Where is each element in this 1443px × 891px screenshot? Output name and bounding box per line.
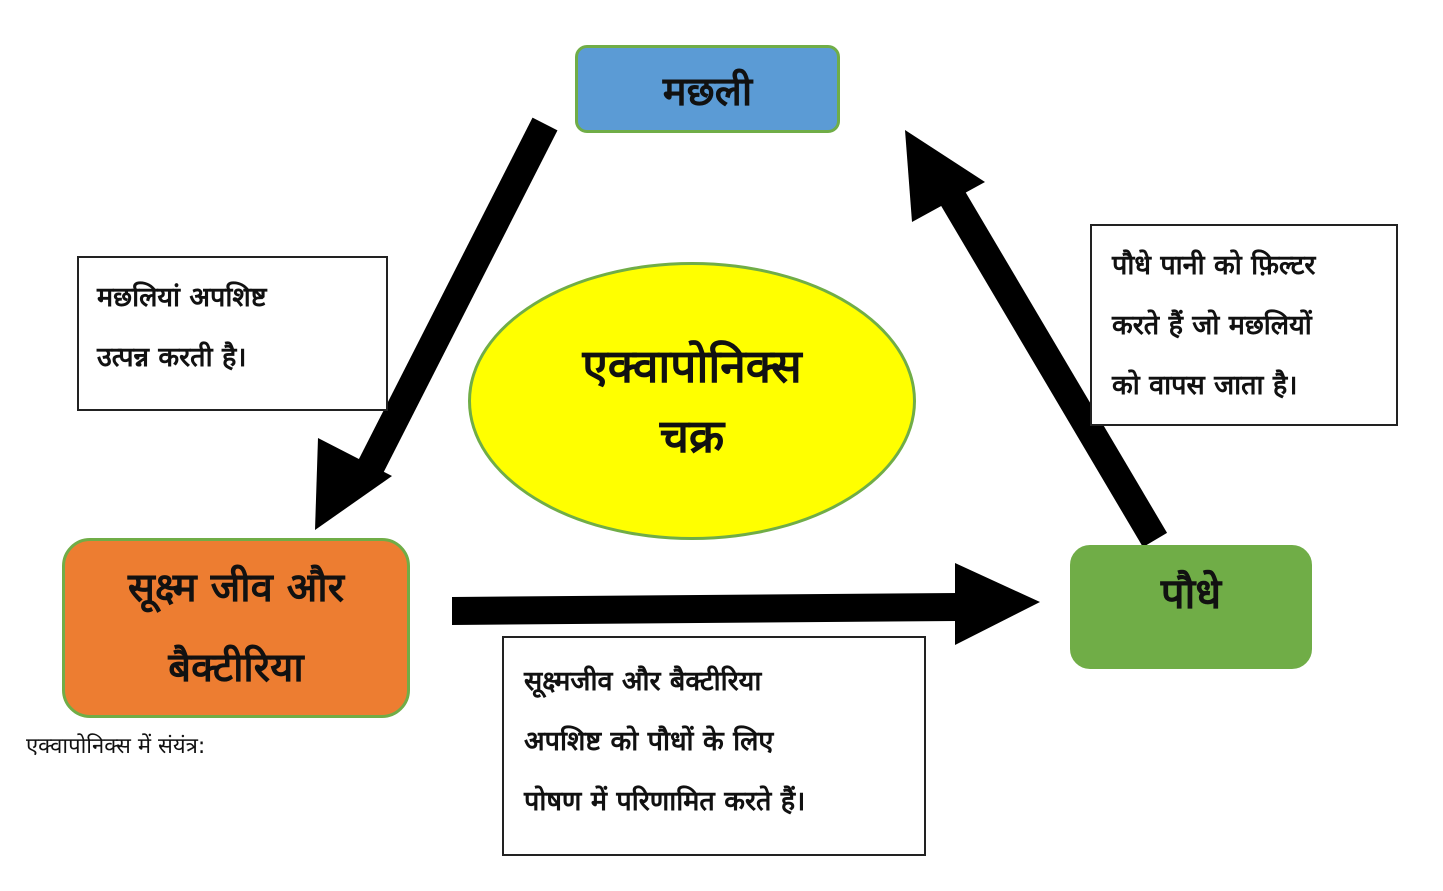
fish-node: मछली bbox=[575, 45, 840, 133]
microbes-convert-note-line-1: सूक्ष्मजीव और बैक्टीरिया bbox=[524, 666, 762, 697]
plants-node: पौधे bbox=[1070, 545, 1312, 669]
plants-filter-note: पौधे पानी को फ़िल्टर करते हैं जो मछलियों… bbox=[1090, 224, 1398, 426]
caption-text: एक्वापोनिक्स में संयंत्र: bbox=[26, 734, 206, 759]
fish-waste-note-line-1: मछलियां अपशिष्ट bbox=[97, 282, 267, 313]
microbes-convert-note-line-3: पोषण में परिणामित करते हैं। bbox=[524, 786, 806, 817]
fish-waste-note: मछलियां अपशिष्ट उत्पन्न करती है। bbox=[77, 256, 388, 411]
microbes-convert-note-line-2: अपशिष्ट को पौधों के लिए bbox=[524, 726, 774, 757]
fish-label: मछली bbox=[662, 68, 753, 115]
center-ellipse: एक्वापोनिक्स चक्र bbox=[468, 262, 916, 540]
arrow-microbes-to-plants bbox=[452, 563, 1040, 645]
plants-filter-note-line-1: पौधे पानी को फ़िल्टर bbox=[1112, 250, 1316, 281]
fish-waste-note-line-2: उत्पन्न करती है। bbox=[97, 342, 247, 373]
microbes-label-line-1: सूक्ष्म जीव और bbox=[127, 565, 345, 611]
microbes-node: सूक्ष्म जीव और बैक्टीरिया bbox=[62, 538, 410, 718]
arrow-fish-to-microbes bbox=[315, 117, 558, 530]
microbes-label-line-2: बैक्टीरिया bbox=[168, 645, 304, 691]
plants-label: पौधे bbox=[1160, 568, 1222, 618]
center-label-line-1: एक्वापोनिक्स bbox=[582, 339, 802, 393]
arrow-plants-to-fish bbox=[905, 130, 1168, 548]
center-label-line-2: चक्र bbox=[659, 409, 725, 463]
microbes-convert-note: सूक्ष्मजीव और बैक्टीरिया अपशिष्ट को पौधो… bbox=[502, 636, 926, 856]
plants-filter-note-line-2: करते हैं जो मछलियों bbox=[1112, 310, 1312, 341]
plants-filter-note-line-3: को वापस जाता है। bbox=[1112, 370, 1298, 401]
